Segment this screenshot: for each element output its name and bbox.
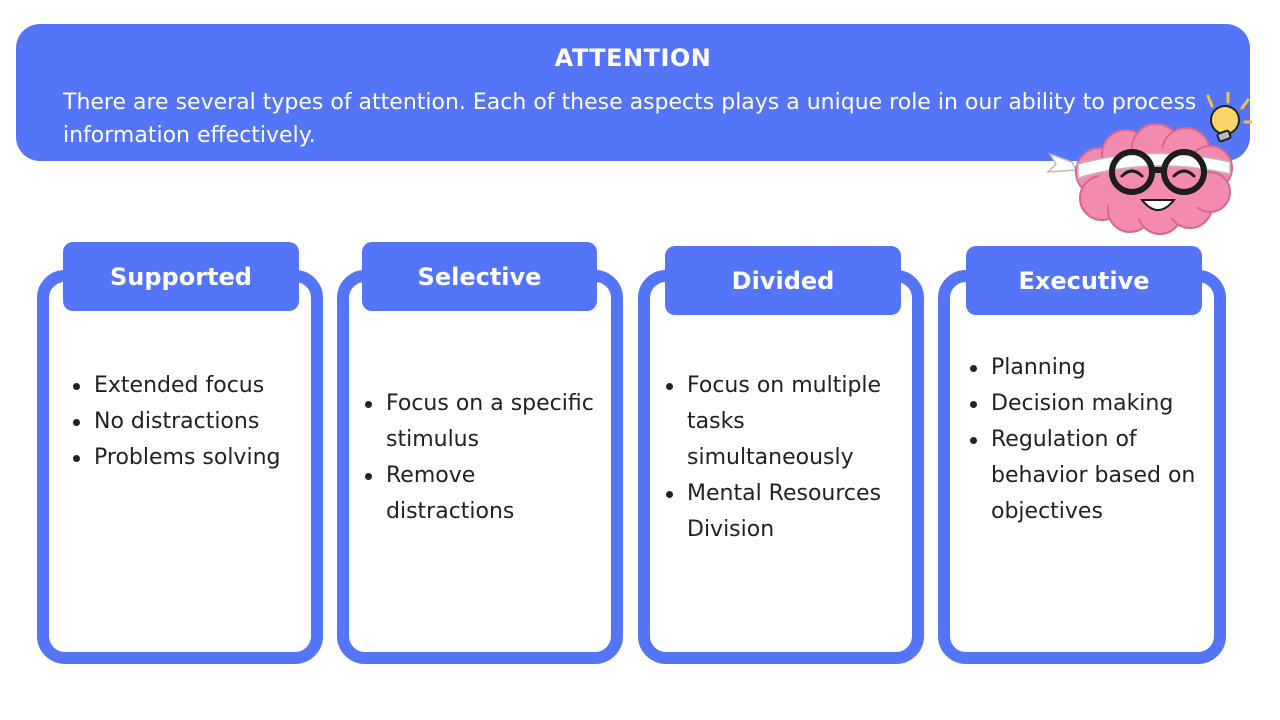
card-title-executive: Executive [966,246,1202,315]
card-title-divided: Divided [665,246,901,315]
brain-mascot-icon [1046,92,1252,235]
header-banner: ATTENTION There are several types of att… [16,24,1250,161]
list-item: Focus on multiple tasks simultaneously [665,368,905,476]
card-selective: Focus on a specific stimulus Remove dist… [337,270,623,664]
list-item: Extended focus [72,368,322,404]
list-item: Remove distractions [364,458,594,530]
bullet-list: Focus on a specific stimulus Remove dist… [364,386,594,530]
list-item: Planning [969,350,1209,386]
card-title-selective: Selective [362,242,597,311]
list-item: No distractions [72,404,322,440]
list-item: Regulation of behavior based on objectiv… [969,422,1209,530]
card-executive: Planning Decision making Regulation of b… [938,270,1226,664]
bullet-list: Focus on multiple tasks simultaneously M… [665,368,905,548]
page-title: ATTENTION [554,44,712,72]
card-supported: Extended focus No distractions Problems … [37,270,323,664]
bullet-list: Extended focus No distractions Problems … [72,368,322,476]
bullet-list: Planning Decision making Regulation of b… [969,350,1209,530]
list-item: Focus on a specific stimulus [364,386,594,458]
list-item: Mental Resources Division [665,476,905,548]
list-item: Decision making [969,386,1209,422]
list-item: Problems solving [72,440,322,476]
lightbulb-icon [1206,92,1252,143]
card-divided: Focus on multiple tasks simultaneously M… [638,270,924,664]
page-description: There are several types of attention. Ea… [63,90,1197,148]
card-title-supported: Supported [63,242,299,311]
